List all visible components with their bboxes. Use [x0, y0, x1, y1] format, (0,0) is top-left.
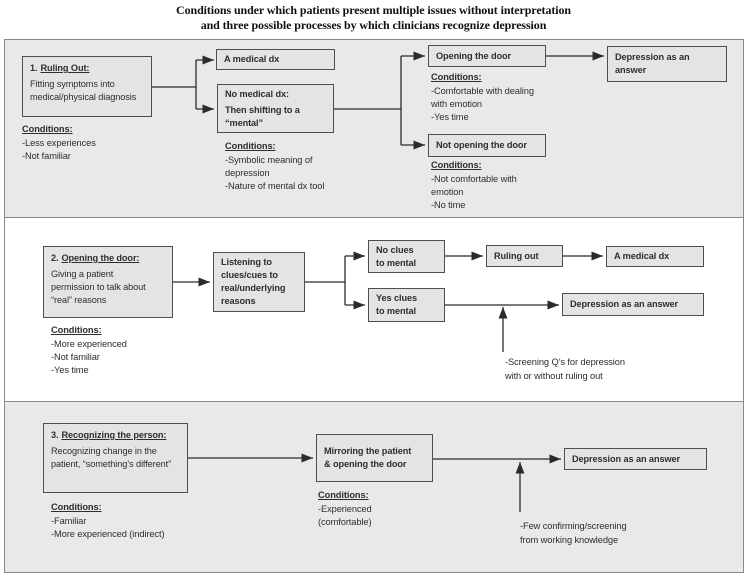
box-opening-the-door-title: Opening the door:	[61, 253, 140, 263]
box-a-medical-dx-2: A medical dx	[606, 246, 704, 267]
conditions-header: Conditions:	[225, 141, 276, 151]
conditions-items: -Familiar-More experienced (indirect)	[51, 516, 165, 539]
diagram-title: Conditions under which patients present …	[0, 3, 747, 32]
conditions-header: Conditions:	[431, 72, 482, 82]
box-ruling-out-outcome: Ruling out	[486, 245, 563, 267]
section3-arrows	[188, 453, 561, 512]
conditions-items: -More experienced-Not familiar-Yes time	[51, 339, 127, 375]
conditions-header: Conditions:	[51, 502, 102, 512]
conditions-mirroring: Conditions: -Experienced(comfortable)	[318, 489, 372, 529]
diagram-title-line1: Conditions under which patients present …	[176, 3, 571, 17]
conditions-items: -Less experiences-Not familiar	[22, 138, 96, 161]
box-recognizing-heading: 3.Recognizing the person:	[51, 429, 180, 442]
box-opening-the-door-outcome: Opening the door	[428, 45, 546, 67]
conditions-header: Conditions:	[51, 325, 102, 335]
box-no-medical-dx: No medical dx:Then shifting to a“mental”	[217, 84, 334, 133]
box-opening-the-door-heading: 2.Opening the door:	[51, 252, 165, 265]
conditions-header: Conditions:	[318, 490, 369, 500]
box-opening-the-door-number: 2.	[51, 253, 59, 263]
section1-arrows	[152, 51, 604, 150]
box-recognizing-the-person: 3.Recognizing the person: Recognizing ch…	[43, 423, 188, 493]
box-ruling-out-title: Ruling Out:	[40, 63, 90, 73]
box-depression-as-answer-2: Depression as an answer	[562, 293, 704, 316]
conditions-header: Conditions:	[22, 124, 73, 134]
box-not-opening-the-door: Not opening the door	[428, 134, 546, 157]
box-mirroring-the-patient: Mirroring the patient& opening the door	[316, 434, 433, 482]
box-ruling-out-number: 1.	[30, 63, 38, 73]
box-a-medical-dx-1: A medical dx	[216, 49, 335, 70]
conditions-items: -Experienced(comfortable)	[318, 504, 372, 527]
conditions-opening-the-door-main: Conditions: -More experienced-Not famili…	[51, 324, 127, 377]
diagram-title-line2: and three possible processes by which cl…	[200, 17, 547, 32]
box-recognizing-title: Recognizing the person:	[61, 430, 167, 440]
conditions-header: Conditions:	[431, 160, 482, 170]
conditions-ruling-out: Conditions: -Less experiences-Not famili…	[22, 123, 96, 163]
box-recognizing-number: 3.	[51, 430, 59, 440]
box-depression-as-answer-3: Depression as an answer	[564, 448, 707, 470]
conditions-recognizing-person: Conditions: -Familiar-More experienced (…	[51, 501, 165, 541]
box-ruling-out-heading: 1.Ruling Out:	[30, 62, 144, 75]
section2-arrows	[173, 251, 603, 352]
